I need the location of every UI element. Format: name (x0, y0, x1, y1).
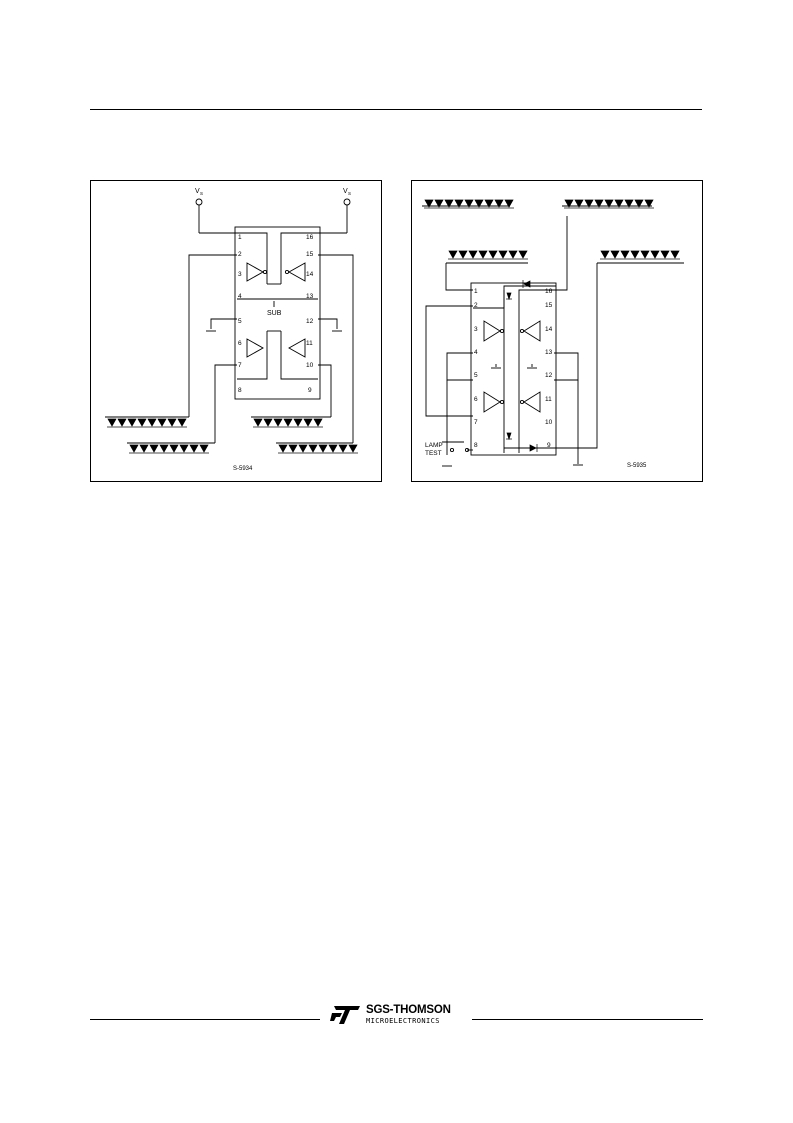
pin-label: 11 (306, 340, 313, 347)
pin-label: 5 (238, 318, 242, 325)
pin-label: 6 (238, 340, 242, 347)
figure-right-circuit: 1 2 3 4 5 6 7 8 16 15 14 13 12 11 10 9 L… (411, 180, 703, 482)
pin-label: 5 (474, 372, 478, 379)
lamp-test-label: TEST (425, 450, 442, 457)
pin-label: 9 (547, 442, 551, 449)
pin-label: 6 (474, 396, 478, 403)
supply-label: V (343, 188, 348, 195)
pin-label: 7 (474, 419, 478, 426)
pin-label: 16 (545, 288, 553, 295)
pin-label: 1 (474, 288, 478, 295)
pin-label: 1 (238, 234, 242, 241)
pin-label: 11 (545, 396, 552, 403)
pin-label: 8 (238, 387, 242, 394)
pin-label: 16 (306, 234, 314, 241)
substrate-label: SUB (267, 310, 282, 317)
pin-label: 2 (238, 251, 242, 258)
pin-label: 10 (306, 362, 314, 369)
pin-label: 9 (308, 387, 312, 394)
pin-label: 4 (474, 349, 478, 356)
supply-subscript: S (200, 191, 203, 196)
pin-label: 14 (306, 271, 314, 278)
footer-rule-left (90, 1019, 320, 1020)
header-rule (90, 109, 702, 110)
pin-label: 15 (306, 251, 314, 258)
pin-label: 3 (238, 271, 242, 278)
circuit-right-svg: 1 2 3 4 5 6 7 8 16 15 14 13 12 11 10 9 L… (422, 199, 684, 469)
brand-subtitle: MICROELECTRONICS (366, 1017, 440, 1025)
circuit-left-svg: 1 2 3 4 5 6 7 8 16 15 14 13 12 11 10 9 S… (105, 188, 358, 472)
brand-logo: SGS-THOMSON MICROELECTRONICS (330, 1003, 466, 1029)
pin-label: 12 (545, 372, 553, 379)
pin-label: 3 (474, 326, 478, 333)
pin-label: 7 (238, 362, 242, 369)
lamp-test-label: LAMP (425, 442, 443, 449)
pin-label: 8 (474, 442, 478, 449)
pin-label: 2 (474, 302, 478, 309)
pin-label: 13 (306, 293, 314, 300)
pin-label: 4 (238, 293, 242, 300)
pin-label: 13 (545, 349, 553, 356)
brand-name: SGS-THOMSON (366, 1004, 451, 1016)
pin-label: 14 (545, 326, 553, 333)
supply-subscript: S (348, 191, 351, 196)
figure-code: S-5934 (233, 466, 253, 472)
supply-label: V (195, 188, 200, 195)
pin-label: 12 (306, 318, 314, 325)
st-logo-icon (330, 1006, 360, 1024)
footer-rule-right (472, 1019, 703, 1020)
pin-label: 15 (545, 302, 553, 309)
pin-label: 10 (545, 419, 553, 426)
figure-code: S-5935 (627, 463, 647, 469)
figure-left-circuit: 1 2 3 4 5 6 7 8 16 15 14 13 12 11 10 9 S… (90, 180, 382, 482)
